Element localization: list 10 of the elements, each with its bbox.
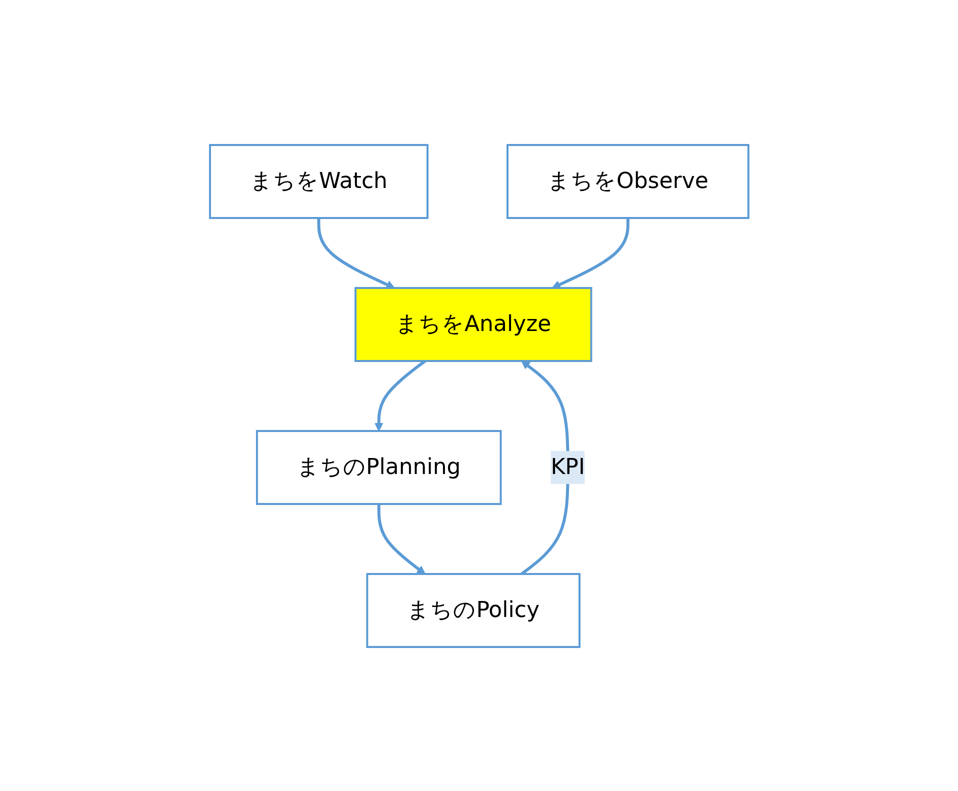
arrow — [317, 218, 395, 288]
node-box: まちのPolicy — [366, 572, 580, 648]
arrow — [374, 359, 426, 431]
node-box: まちをWatch — [208, 144, 428, 218]
node-box: まちのPlanning — [256, 430, 502, 504]
edge-label: KPI — [550, 454, 585, 480]
node-box: まちをObserve — [506, 144, 750, 218]
arrow — [377, 504, 426, 574]
arrow — [552, 218, 630, 288]
node-box: まちをAnalyze — [354, 286, 592, 362]
